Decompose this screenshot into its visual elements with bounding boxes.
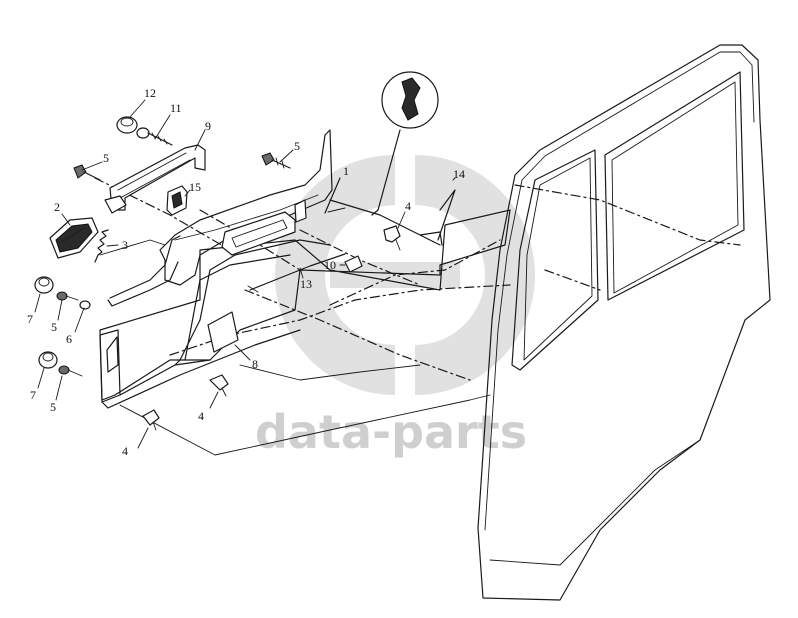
bracket-14	[419, 231, 443, 246]
screw-part-5-upper-left	[73, 164, 101, 181]
washer-part-6	[79, 300, 91, 310]
leader-14	[437, 189, 456, 241]
clip-part-15	[166, 185, 188, 216]
callout-9: 9	[205, 119, 211, 133]
callout-6: 6	[66, 332, 72, 346]
watermark-text: data-parts	[255, 405, 527, 459]
callout-1: 1	[343, 164, 349, 178]
screw-part-5-left-upper	[56, 291, 79, 301]
callout-7: 7	[27, 312, 33, 326]
rod-part-13-tip	[247, 285, 259, 293]
screw-part-11	[136, 127, 173, 146]
rod-part-13	[249, 253, 346, 291]
callout-4: 4	[122, 444, 128, 458]
screw-part-5-left-lower	[58, 365, 83, 377]
callout-11: 11	[170, 101, 182, 115]
callout-4: 4	[198, 409, 204, 423]
callout-15: 15	[189, 180, 201, 194]
callout-14: 14	[453, 167, 465, 181]
clip-part-4-upper	[383, 225, 401, 251]
callout-13: 13	[300, 277, 312, 291]
callout-5: 5	[294, 139, 300, 153]
upper-side-trim	[107, 129, 333, 307]
callout-5: 5	[50, 400, 56, 414]
callout-2: 2	[54, 200, 60, 214]
leader-1-tick	[327, 207, 346, 213]
callout-4: 4	[405, 199, 411, 213]
lamp-part-2	[49, 217, 99, 259]
callout-5: 5	[51, 320, 57, 334]
clip-part-4-middle	[209, 374, 229, 397]
grab-handle-part-9	[104, 144, 206, 214]
callout-12: 12	[144, 86, 156, 100]
cab-door	[477, 44, 771, 601]
cap-part-7-lower	[38, 351, 58, 369]
clip-part-10	[344, 255, 363, 273]
leader-1	[324, 177, 341, 214]
callout-7: 7	[30, 388, 36, 402]
lower-side-panel	[99, 209, 511, 409]
pad-part-8	[207, 311, 239, 353]
leader-3	[99, 239, 166, 256]
rope-detail-inset	[371, 71, 439, 216]
callout-10: 10	[324, 258, 336, 272]
clip-part-4-lower	[142, 409, 160, 431]
screw-part-5-upper-right	[261, 152, 291, 169]
callout-3: 3	[122, 238, 128, 252]
leader-lines	[34, 99, 456, 449]
spring-part-3	[94, 229, 109, 263]
cap-part-12	[116, 116, 138, 134]
callout-5: 5	[103, 151, 109, 165]
cap-part-7-upper	[34, 276, 54, 294]
callout-8: 8	[252, 357, 258, 371]
